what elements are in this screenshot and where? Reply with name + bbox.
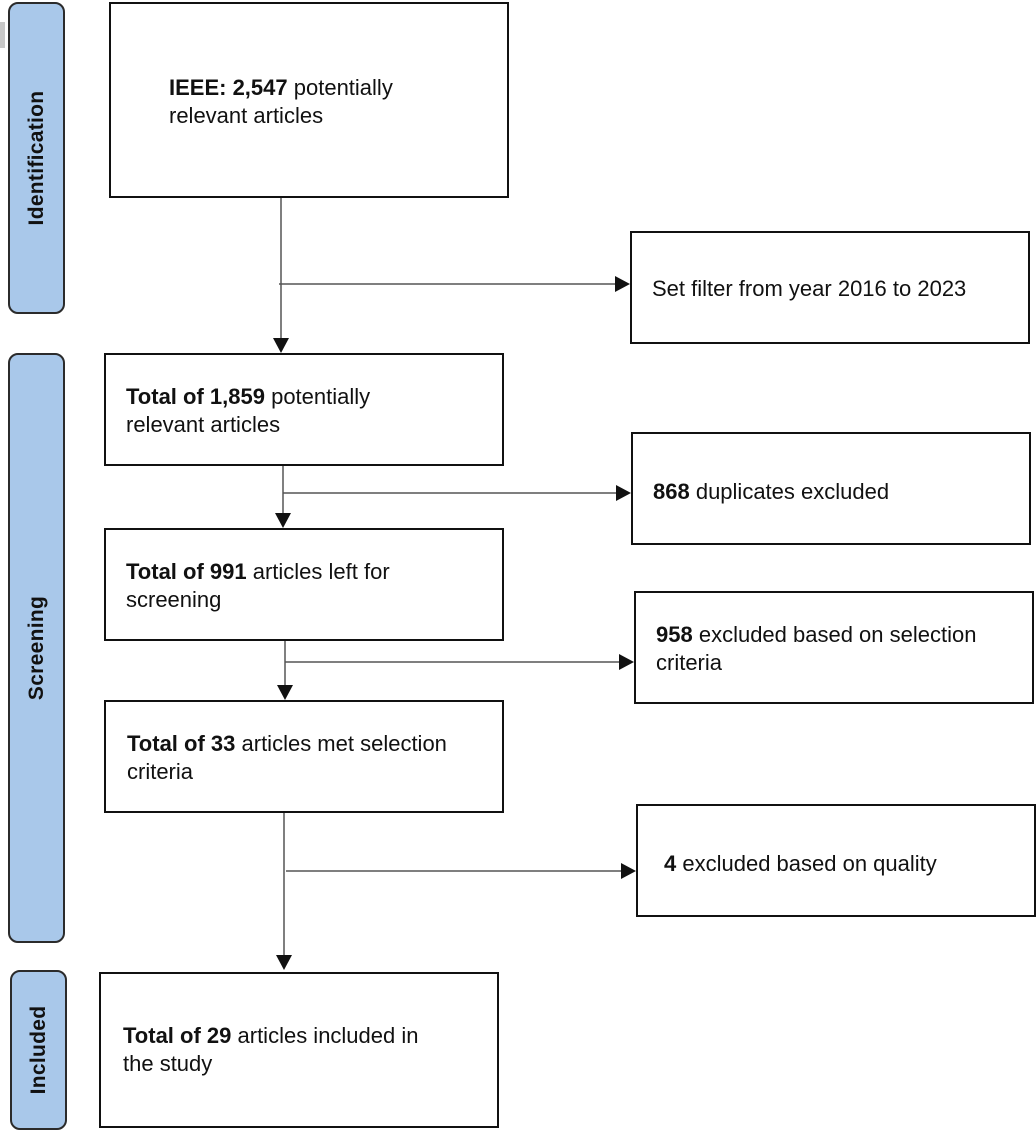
box-total-991: Total of 991 articles left for screening: [104, 528, 504, 641]
total-29-count: Total of 29: [123, 1023, 232, 1048]
arrowhead-right-duplicates: [616, 485, 631, 501]
box-ieee-articles: IEEE: 2,547 potentially relevant article…: [109, 2, 509, 198]
quality-text: excluded based on quality: [676, 851, 937, 876]
box-total-1859: Total of 1,859 potentially relevant arti…: [104, 353, 504, 466]
total-991-text-line2: screening: [126, 587, 222, 612]
total-991-count: Total of 991: [126, 559, 247, 584]
selection-text: excluded based on selection: [692, 622, 977, 647]
corner-mark: [0, 22, 5, 48]
stage-screening: Screening: [8, 353, 65, 943]
total-29-text: articles included in: [231, 1023, 419, 1048]
arrowhead-right-quality: [621, 863, 636, 879]
box-year-filter: Set filter from year 2016 to 2023: [630, 231, 1030, 344]
ieee-count: IEEE: 2,547: [169, 75, 288, 100]
arrowhead-down-33: [277, 685, 293, 700]
year-filter-text: Set filter from year 2016 to 2023: [652, 276, 967, 301]
arrowhead-down-1859: [273, 338, 289, 353]
total-29-text-line2: the study: [123, 1051, 213, 1076]
ieee-text: potentially: [287, 75, 393, 100]
arrowhead-right-year-filter: [615, 276, 630, 292]
quality-count: 4: [664, 851, 677, 876]
selection-text-line2: criteria: [656, 650, 723, 675]
box-selection-excluded: 958 excluded based on selection criteria: [634, 591, 1034, 704]
box-duplicates-excluded: 868 duplicates excluded: [631, 432, 1031, 545]
stage-included: Included: [10, 970, 67, 1130]
total-33-text: articles met selection: [235, 731, 447, 756]
total-1859-text: potentially: [264, 384, 371, 409]
box-total-29: Total of 29 articles included in the stu…: [99, 972, 499, 1128]
box-total-33: Total of 33 articles met selection crite…: [104, 700, 504, 813]
total-1859-count: Total of 1,859: [126, 384, 265, 409]
duplicates-text: duplicates excluded: [689, 479, 890, 504]
total-991-text: articles left for: [246, 559, 390, 584]
selection-count: 958: [656, 622, 693, 647]
arrowhead-down-991: [275, 513, 291, 528]
duplicates-count: 868: [653, 479, 690, 504]
box-quality-excluded: 4 excluded based on quality: [636, 804, 1036, 917]
total-33-text-line2: criteria: [127, 759, 194, 784]
stage-identification: Identification: [8, 2, 65, 314]
arrowhead-down-29: [276, 955, 292, 970]
total-1859-text-line2: relevant articles: [126, 412, 281, 437]
ieee-text-line2: relevant articles: [169, 103, 324, 128]
arrowhead-right-selection: [619, 654, 634, 670]
total-33-count: Total of 33: [127, 731, 236, 756]
